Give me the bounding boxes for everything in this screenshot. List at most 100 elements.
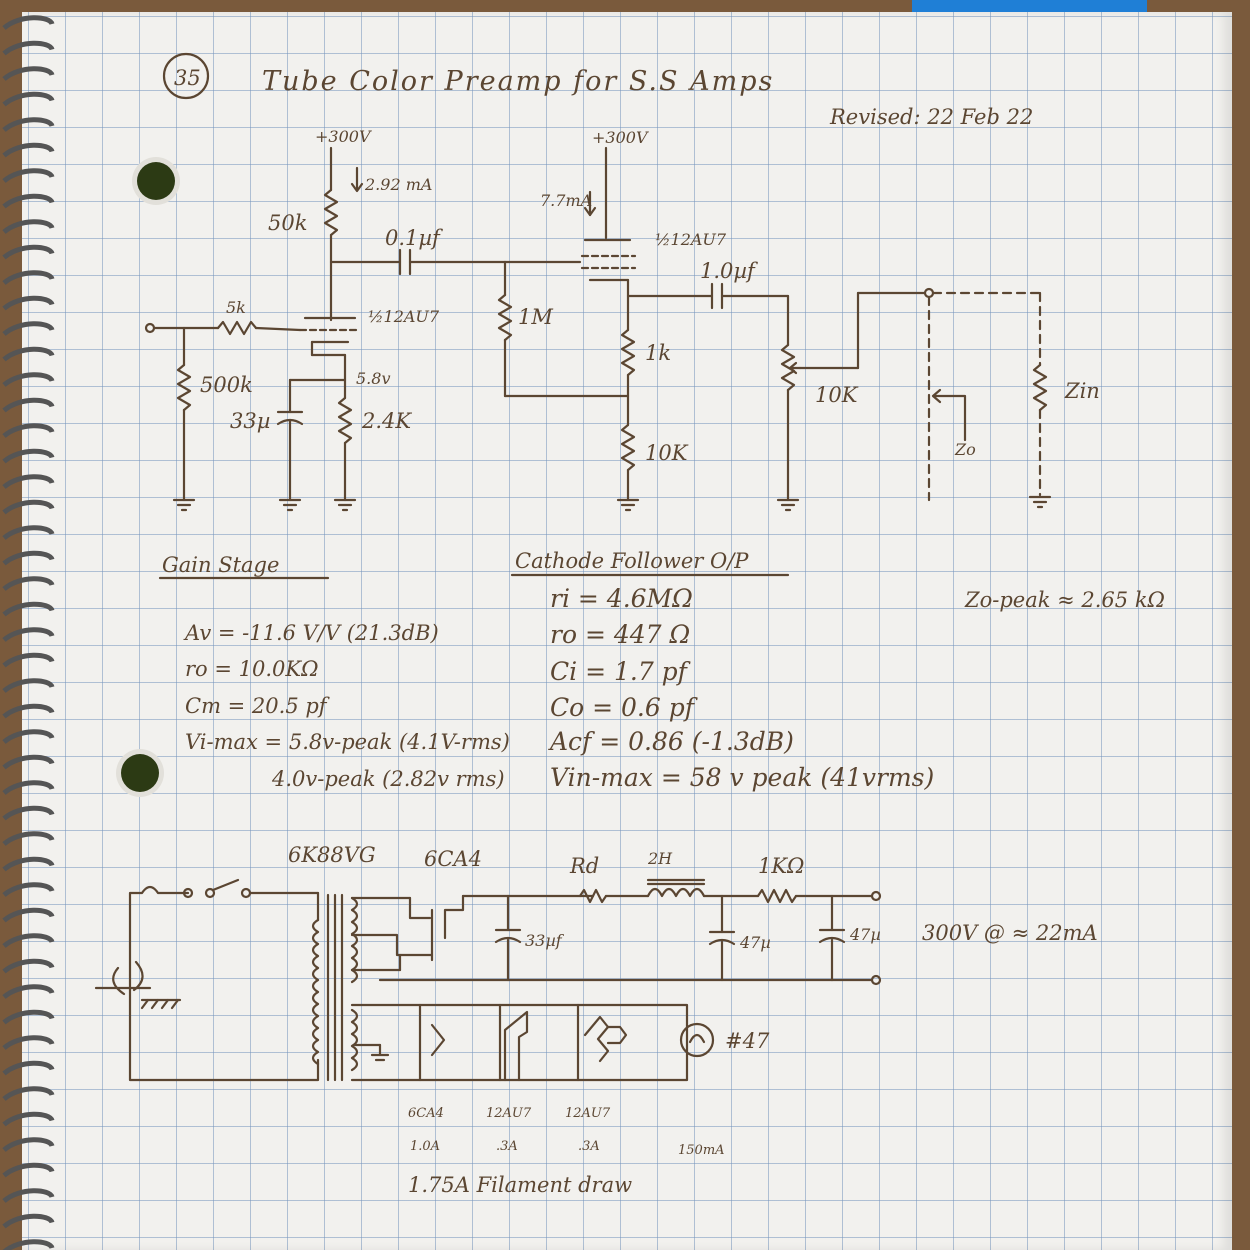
coil-loop	[2, 168, 55, 184]
page-title: Tube Color Preamp for S.S Amps	[262, 66, 774, 97]
power-supply-schematic	[94, 878, 882, 1082]
coil-loop	[2, 1137, 55, 1153]
coil-loop	[2, 958, 55, 974]
coil-loop	[2, 66, 55, 82]
filament-current-label: 1.0A	[410, 1139, 440, 1154]
coil-loop	[2, 1239, 55, 1250]
cathode-follower-heading: Cathode Follower O/P	[515, 549, 749, 573]
coil-loop	[2, 117, 55, 133]
spiral-binding	[2, 15, 55, 1250]
coil-loop	[2, 678, 55, 694]
cathode-follower-line: Acf = 0.86 (-1.3dB)	[548, 727, 794, 756]
page-number: 35	[174, 66, 201, 90]
coil-loop	[2, 346, 55, 362]
filament-current-label: .3A	[578, 1139, 600, 1154]
coil-loop	[2, 627, 55, 643]
current-label-right: 7.7mA	[540, 191, 592, 210]
rectifier-label: 6CA4	[424, 847, 482, 871]
resistor-500k-label: 500k	[200, 373, 253, 397]
filament-tube-label: 12AU7	[565, 1106, 611, 1121]
filament-tube-label: 12AU7	[486, 1106, 532, 1121]
resistor-50k-label: 50k	[268, 211, 307, 235]
coil-loop	[2, 1060, 55, 1076]
coil-loop	[2, 1111, 55, 1127]
resistor-1k-label: 1k	[645, 341, 671, 365]
cathode-follower-line: ri = 4.6MΩ	[550, 584, 693, 613]
gain-stage-subline: 4.0v-peak (2.82v rms)	[271, 767, 505, 791]
coil-loop	[2, 270, 55, 286]
zo-peak-note: Zo-peak ≈ 2.65 kΩ	[964, 588, 1165, 612]
coil-loop	[2, 754, 55, 770]
resistor-24k-label: 2.4K	[361, 409, 412, 433]
filament-current-label: 150mA	[678, 1143, 725, 1158]
resistor-5k-label: 5k	[226, 298, 246, 317]
page-number-circle	[162, 52, 210, 100]
coil-loop	[2, 40, 55, 56]
coil-loop	[2, 219, 55, 235]
filament-current-label: .3A	[496, 1139, 518, 1154]
cathode-follower-line: ro = 447 Ω	[550, 620, 690, 649]
punch-hole	[137, 162, 175, 200]
coil-loop	[2, 856, 55, 872]
coil-loop	[2, 372, 55, 388]
coil-loop	[2, 933, 55, 949]
blue-tab	[912, 0, 1147, 12]
cathode-follower-line: Co = 0.6 pf	[550, 693, 698, 722]
current-label-left: 2.92 mA	[364, 175, 432, 194]
coil-loop	[2, 244, 55, 260]
coil-loop	[2, 1086, 55, 1102]
filament-total-label: 1.75A Filament draw	[408, 1173, 632, 1197]
coil-loop	[2, 984, 55, 1000]
gain-stage-schematic	[144, 146, 507, 512]
coil-loop	[2, 1035, 55, 1051]
coil-loop	[2, 321, 55, 337]
cap-33uf-label: 33µf	[525, 931, 565, 950]
coil-loop	[2, 448, 55, 464]
cap-10-label: 1.0µf	[700, 259, 758, 283]
cathode-follower-schematic	[497, 146, 1052, 512]
coil-loop	[2, 729, 55, 745]
gain-stage-line: Av = -11.6 V/V (21.3dB)	[183, 621, 439, 645]
zo-label: Zo	[954, 440, 976, 459]
revised-date: Revised: 22 Feb 22	[829, 105, 1033, 129]
notebook-page	[22, 12, 1232, 1250]
resistor-1m-label: 1M	[518, 305, 553, 329]
resistor-10k-label: 10K	[645, 441, 689, 465]
coil-loop	[2, 499, 55, 515]
cathode-follower-line: Vin-max = 58 v peak (41vrms)	[550, 763, 934, 792]
supply-label-right: +300V	[592, 128, 649, 147]
gain-stage-line: Cm = 20.5 pf	[185, 694, 330, 718]
coil-loop	[2, 1162, 55, 1178]
coil-loop	[2, 703, 55, 719]
supply-label-left: +300V	[315, 127, 372, 146]
inductor-label: 2H	[647, 849, 673, 868]
coil-loop	[2, 780, 55, 796]
coil-loop	[2, 15, 55, 31]
coil-loop	[2, 831, 55, 847]
coil-loop	[2, 805, 55, 821]
cap-47-label: 47µ	[739, 933, 771, 952]
coil-loop	[2, 601, 55, 617]
cap-33-label: 33µ	[230, 409, 270, 433]
coil-loop	[2, 423, 55, 439]
pot-10k-label: 10K	[815, 383, 859, 407]
cathode-voltage-label: 5.8v	[356, 369, 390, 388]
resistor-1k-ps-label: 1KΩ	[758, 854, 804, 878]
transformer-label: 6K88VG	[288, 843, 376, 867]
coil-loop	[2, 652, 55, 668]
coil-loop	[2, 525, 55, 541]
gain-stage-line: Vi-max = 5.8v-peak (4.1V-rms)	[185, 730, 510, 754]
gain-stage-heading: Gain Stage	[162, 553, 279, 577]
coil-loop	[2, 1009, 55, 1025]
coil-loop	[2, 1213, 55, 1229]
tube-label-right: ½12AU7	[655, 230, 727, 249]
gain-stage-line: ro = 10.0KΩ	[185, 657, 319, 681]
coil-loop	[2, 907, 55, 923]
zin-label: Zin	[1064, 379, 1100, 403]
filament-tube-label: 6CA4	[408, 1106, 444, 1121]
coil-loop	[2, 397, 55, 413]
coil-loop	[2, 295, 55, 311]
lamp-label: #47	[725, 1029, 770, 1053]
coil-loop	[2, 576, 55, 592]
